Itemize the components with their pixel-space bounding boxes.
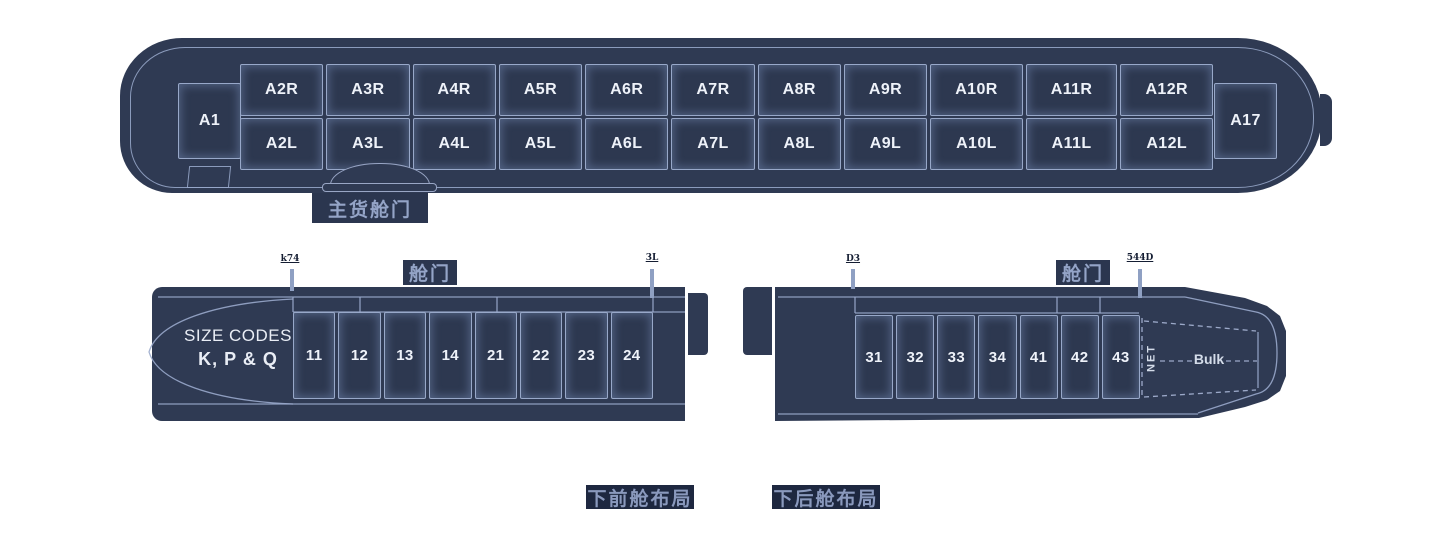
cargo-position: A10R (930, 64, 1023, 116)
size-codes-line1: SIZE CODES (184, 326, 292, 345)
cargo-position: 41 (1019, 315, 1058, 399)
cargo-position: A6R (585, 64, 669, 116)
cargo-position: 13 (383, 312, 427, 399)
cargo-position: A11R (1025, 64, 1118, 116)
main-cargo-door-label: 主货舱门 (312, 193, 428, 223)
forward-hold-cut-step (688, 293, 708, 355)
cargo-position: A5L (498, 118, 583, 170)
forward-hold-caption: 下前舱布局 (586, 485, 694, 510)
station-label-right: 544D (1114, 253, 1166, 264)
cargo-position-a1: A1 (178, 83, 241, 159)
cargo-position: A8L (757, 118, 841, 170)
cargo-position: 11 (293, 312, 336, 399)
cargo-position: 31 (855, 315, 894, 399)
cargo-position: 12 (338, 312, 381, 399)
cargo-position: A9R (843, 64, 928, 116)
station-tick-right (650, 269, 654, 298)
aft-hold-door-label: 舱门 (1056, 260, 1110, 285)
cargo-position: 24 (610, 312, 653, 399)
size-codes-note: SIZE CODES K, P & Q (163, 326, 313, 370)
main-deck-inner-outline (130, 47, 1314, 188)
nose-gear-door (186, 166, 232, 188)
main-cargo-door-sill (322, 183, 437, 192)
station-tick-left (290, 269, 294, 291)
cargo-position: A3R (326, 64, 410, 116)
cargo-position: A4R (412, 64, 496, 116)
cargo-position: A2R (240, 64, 324, 116)
cargo-position: 43 (1101, 315, 1140, 399)
cargo-position-a17: A17 (1214, 83, 1277, 159)
cargo-position: A10L (930, 118, 1023, 170)
cargo-position: 14 (429, 312, 472, 399)
cargo-position: 32 (896, 315, 935, 399)
cargo-position: A4L (412, 118, 496, 170)
cargo-position: 42 (1060, 315, 1099, 399)
cargo-position: A8R (757, 64, 841, 116)
station-label-left: D3 (835, 254, 871, 265)
forward-hold-door-label: 舱门 (403, 260, 457, 285)
cargo-position: A12L (1120, 118, 1213, 170)
tail-cone-tip (1320, 94, 1332, 146)
net-label: NET (1145, 344, 1158, 372)
cargo-position: A12R (1120, 64, 1213, 116)
cargo-position: 34 (978, 315, 1017, 399)
station-tick-right (1138, 269, 1142, 298)
station-tick-left (851, 269, 855, 289)
station-label-left: k74 (272, 254, 308, 265)
cargo-position: 22 (519, 312, 563, 399)
cargo-position: A9L (843, 118, 928, 170)
cargo-position: A5R (498, 64, 583, 116)
cargo-position: 33 (937, 315, 976, 399)
station-label-right: 3L (634, 253, 670, 264)
aft-hold-caption: 下后舱布局 (772, 485, 880, 510)
cargo-position: A7L (671, 118, 755, 170)
cargo-position: A3L (326, 118, 410, 170)
size-codes-line2: K, P & Q (198, 349, 278, 369)
cargo-position: 23 (565, 312, 608, 399)
cargo-position: A6L (585, 118, 669, 170)
cargo-position: A7R (671, 64, 755, 116)
aft-hold-cut-step (743, 287, 772, 355)
cargo-position: A2L (240, 118, 324, 170)
cargo-position: A11L (1025, 118, 1118, 170)
bulk-label: Bulk (1193, 351, 1225, 367)
cargo-position: 21 (474, 312, 517, 399)
